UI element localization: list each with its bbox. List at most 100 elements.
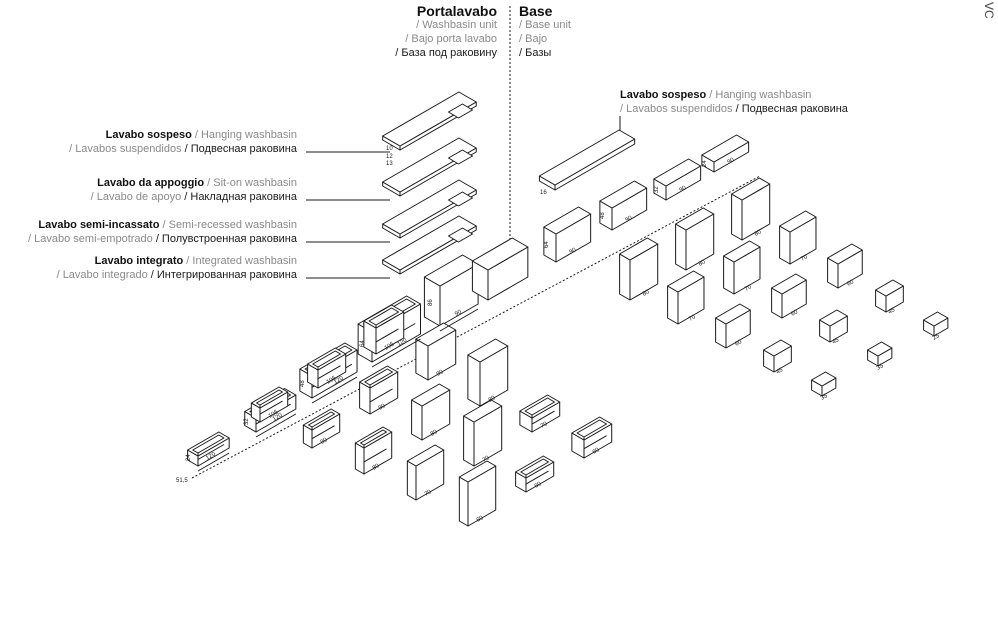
grid-left-unit-13-top <box>458 460 497 483</box>
grid-right-unit-2-top <box>675 207 715 231</box>
basin-bowl-3 <box>447 191 473 207</box>
grid-left-unit-14-opening <box>520 458 550 476</box>
legend-siton-en: / Sit-on washbasin <box>204 177 297 189</box>
grid-right-unit-12 <box>875 279 904 313</box>
grid-left-unit-13 <box>458 460 497 527</box>
dim-grid-left-14: 60 <box>534 481 543 490</box>
grid-left-unit-15 <box>571 416 613 459</box>
grid-left-unit-15-opening <box>576 419 608 438</box>
dim-grid-right-8: 60 <box>790 309 799 318</box>
basin-bowl-1 <box>447 103 473 119</box>
right-unit-2 <box>599 180 648 231</box>
grid-right-unit-3-top <box>731 177 771 201</box>
grid-right-unit-3-side <box>731 193 743 241</box>
grid-left-unit-4-inner <box>311 425 335 440</box>
grid-left-unit-9-top <box>467 338 509 363</box>
dim-left-height-1: 24 <box>186 454 192 461</box>
portalavabo-ru: / База под раковину <box>395 47 497 59</box>
dim-grid-right-2: 80 <box>698 259 707 268</box>
portalavabo-en: / Washbasin unit <box>416 19 497 31</box>
dim-thickness-10: 10 <box>386 146 393 152</box>
grid-right-unit-2 <box>675 207 715 271</box>
legend-siton-it: Lavabo da appoggio <box>97 177 205 189</box>
grid-left-unit-6-top <box>415 322 457 347</box>
left-unit-1-opening <box>192 434 225 454</box>
right-hanging-label: Lavabo sospeso / Hanging washbasin / Lav… <box>620 88 848 116</box>
base-ru: / Базы <box>519 47 552 59</box>
basin-bowl-2 <box>447 149 473 165</box>
grid-right-unit-11 <box>819 309 848 343</box>
portalavabo-title: Portalavabo <box>416 3 497 19</box>
grid-right-unit-6 <box>779 210 817 265</box>
grid-right-unit-5-side <box>723 255 735 295</box>
legend-hanging-it: Lavabo sospeso <box>105 129 192 141</box>
grid-left-unit-10-top <box>406 444 445 467</box>
right-unit-2-top <box>599 180 648 209</box>
legend-semi-es: / Lavabo semi-empotrado <box>28 233 153 245</box>
grid-left-unit-6 <box>415 322 457 381</box>
grid-right-unit-15-top <box>923 311 949 327</box>
grid-left-unit-1 <box>250 386 289 423</box>
dim-grid-right-9: 60 <box>846 279 855 288</box>
right-hanging-es: / Lavabos suspendidos <box>620 103 733 115</box>
dim-grid-right-11: 45 <box>831 337 840 346</box>
dim-thickness-13: 13 <box>386 161 393 167</box>
legend-integrated-es: / Lavabo integrado <box>56 269 148 281</box>
right-unit-1 <box>543 206 592 263</box>
grid-left-unit-3-inner <box>375 325 399 343</box>
dim-grid-left-5: 90 <box>378 403 387 412</box>
legend-integrated-en: / Integrated washbasin <box>183 255 297 267</box>
integrated-basin-unit-top <box>471 237 529 271</box>
dim-grid-right-7: 60 <box>734 339 743 348</box>
right-washbasin-top-top <box>538 129 636 186</box>
right-unit-3 <box>653 158 702 201</box>
legend-siton-ru: / Накладная раковина <box>181 191 297 203</box>
dim-right-height-2: 48 <box>600 212 606 219</box>
grid-left-unit-12-opening <box>524 397 556 416</box>
legend-integrated-it: Lavabo integrato <box>94 255 184 267</box>
dim-grid-left-4: 90 <box>320 437 329 446</box>
grid-right-unit-1-top <box>619 237 659 261</box>
grid-right-unit-10 <box>763 339 792 373</box>
dim-left-line-3 <box>311 376 358 404</box>
grid-right-unit-5 <box>723 240 761 295</box>
dim-left-height-5: 86 <box>428 299 434 306</box>
grid-left-unit-9-side <box>467 354 481 407</box>
left-unit-1 <box>187 431 230 467</box>
right-hanging-en: / Hanging washbasin <box>706 89 812 101</box>
dim-grid-left-11: 70 <box>482 455 491 464</box>
grid-right-unit-7-top <box>715 303 751 325</box>
grid-left-unit-11-side <box>463 415 475 467</box>
legend-semi: Lavabo semi-incassato / Semi-recessed wa… <box>0 218 297 246</box>
grid-left-unit-10-side <box>406 460 417 501</box>
grid-right-unit-4-top <box>667 270 705 293</box>
grid-left-unit-8-side <box>411 399 423 441</box>
dim-grid-right-10: 45 <box>775 367 784 376</box>
grid-left-unit-7-inner <box>363 445 387 463</box>
grid-right-unit-14-top <box>867 341 893 357</box>
dim-grid-left-8: 80 <box>430 429 439 438</box>
right-unit-4 <box>701 134 750 173</box>
grid-left-unit-5-inner <box>369 385 393 403</box>
grid-left-unit-11 <box>463 399 503 467</box>
grid-right-unit-8 <box>771 273 807 319</box>
dim-grid-left-15: 60 <box>592 447 601 456</box>
dim-left-width-3: 120 <box>333 375 345 386</box>
grid-left-unit-2 <box>307 347 347 389</box>
grid-left-unit-13-side <box>458 476 469 527</box>
dim-right-width-4: 90 <box>727 157 736 166</box>
dim-grid-left-6: 90 <box>436 369 445 378</box>
grid-left-unit-7-opening <box>360 429 388 446</box>
portalavabo-header: Portalavabo / Washbasin unit / Bajo port… <box>360 4 497 60</box>
grid-left-unit-4-opening <box>308 411 336 428</box>
dim-grid-right-12: 45 <box>887 307 896 316</box>
grid-right-unit-6-top <box>779 210 817 233</box>
dim-left-height-4: 64 <box>360 340 366 347</box>
legend-semi-it: Lavabo semi-incassato <box>38 219 160 231</box>
dim-grid-left-7: 80 <box>372 463 381 472</box>
grid-right-unit-15 <box>923 311 949 337</box>
legend-hanging-en: / Hanging washbasin <box>191 129 297 141</box>
grid-right-unit-4-side <box>667 285 679 325</box>
dim-grid-right-4: 70 <box>688 314 697 323</box>
